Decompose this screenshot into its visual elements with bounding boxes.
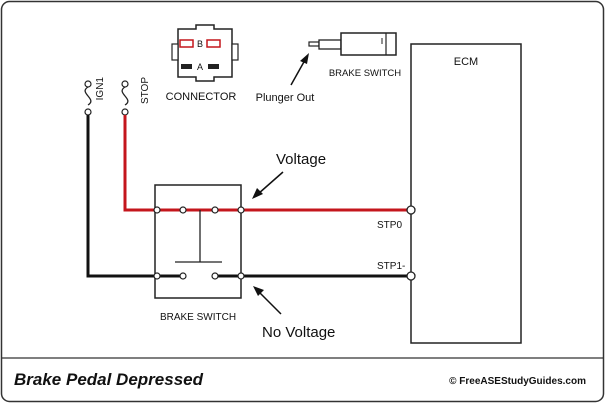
voltage-arrow xyxy=(252,171,284,199)
connector-pin-b-left xyxy=(179,39,194,48)
brake-switch-box xyxy=(154,184,242,299)
switch-terminals xyxy=(153,206,245,280)
connector-pin-a-left xyxy=(181,64,192,69)
brake-switch-icon xyxy=(308,32,397,56)
voltage-label: Voltage xyxy=(276,151,326,168)
ecm-box xyxy=(410,43,522,344)
ecm-terminal-stp1 xyxy=(406,271,416,281)
connector-pin-a-right xyxy=(208,64,219,69)
brake-switch-bottom-label: BRAKE SWITCH xyxy=(160,312,236,323)
ecm-terminal-stp0 xyxy=(406,205,416,215)
no-voltage-label: No Voltage xyxy=(262,324,335,341)
ecm-label: ECM xyxy=(454,56,478,68)
stop-feed-wire xyxy=(123,115,155,212)
connector-pin-b-right xyxy=(206,39,221,48)
stp0-label: STP0 xyxy=(377,220,402,231)
connector-icon xyxy=(171,24,239,82)
ign1-feed-wire xyxy=(86,115,155,278)
fuse-stop-label: STOP xyxy=(140,77,151,104)
plunger-out-arrow xyxy=(290,53,309,86)
connector-pin-b-label: B xyxy=(197,39,203,49)
copyright-credit: © FreeASEStudyGuides.com xyxy=(449,376,586,387)
connector-pin-a-label: A xyxy=(197,62,203,72)
diagram-title: Brake Pedal Depressed xyxy=(14,370,204,389)
brake-switch-top-label: BRAKE SWITCH xyxy=(329,68,401,79)
fuse-ign1-label: IGN1 xyxy=(95,77,106,101)
no-voltage-arrow xyxy=(253,286,282,315)
stp1-label: STP1- xyxy=(377,261,405,272)
fuse-ign1-icon xyxy=(84,80,92,116)
connector-label: CONNECTOR xyxy=(166,91,237,103)
fuse-stop-icon xyxy=(121,80,129,116)
plunger-out-label: Plunger Out xyxy=(256,92,315,104)
